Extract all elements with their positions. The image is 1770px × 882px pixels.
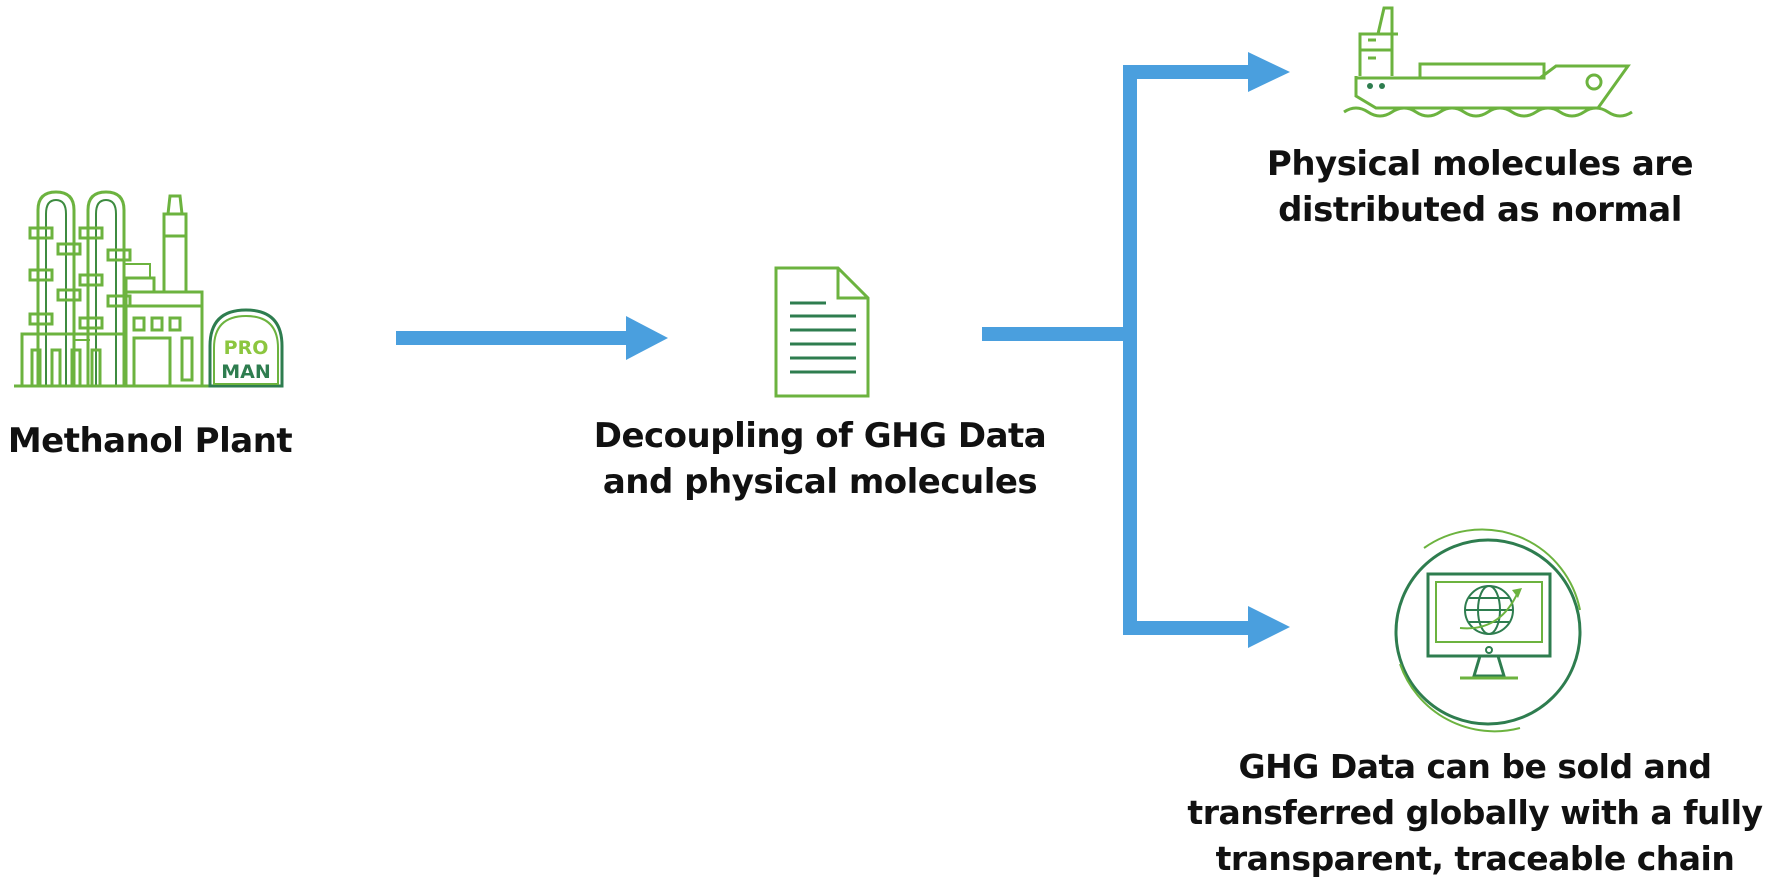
ship-label: Physical molecules are distributed as no…	[1240, 141, 1720, 233]
methanol-plant-label: Methanol Plant	[0, 418, 300, 464]
arrow-to-ship	[1248, 52, 1290, 92]
ship-label-line1: Physical molecules are	[1266, 144, 1694, 184]
globe-monitor-icon	[1394, 528, 1582, 733]
branch-connector	[982, 65, 1253, 635]
methanol-plant-label-text: Methanol Plant	[7, 421, 293, 461]
decoupling-label: Decoupling of GHG Data and physical mole…	[580, 413, 1060, 505]
document-icon	[774, 266, 870, 398]
ghg-data-label-line2: transferred globally with a fully	[1187, 793, 1763, 832]
decoupling-label-line1: Decoupling of GHG Data	[593, 416, 1047, 456]
methanol-plant-icon: PRO MAN	[14, 190, 284, 388]
plant-logo-text: PRO	[224, 337, 269, 359]
ship-icon	[1343, 6, 1633, 118]
arrow-plant-to-decoupling	[396, 316, 668, 360]
ship-label-line2: distributed as normal	[1278, 190, 1682, 230]
svg-text:MAN: MAN	[221, 361, 271, 383]
decoupling-label-line2: and physical molecules	[602, 462, 1038, 502]
arrow-to-data	[1248, 606, 1290, 648]
ghg-data-label: GHG Data can be sold and transferred glo…	[1180, 744, 1770, 882]
ghg-data-label-line3: transparent, traceable chain	[1215, 839, 1735, 878]
ghg-data-label-line1: GHG Data can be sold and	[1238, 747, 1712, 786]
